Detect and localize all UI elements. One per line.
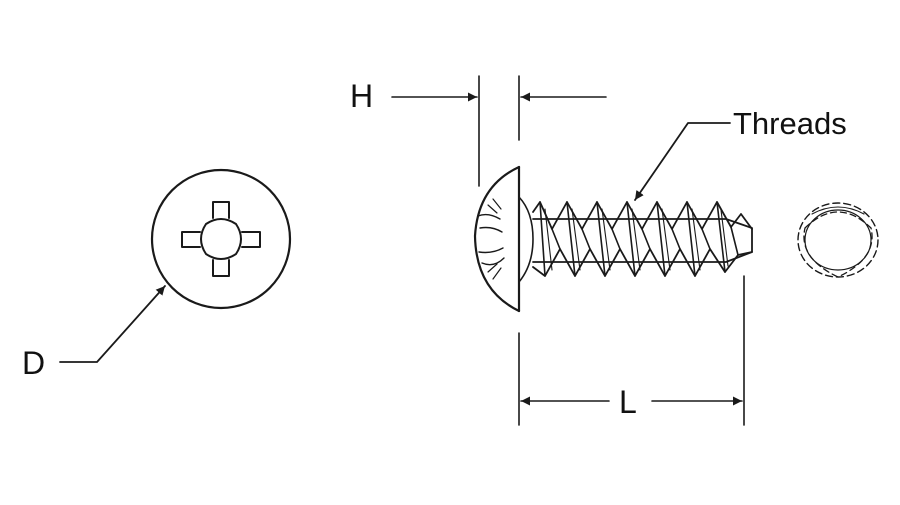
threads-label: Threads [733,106,847,141]
tip-end-view [797,202,879,278]
height-label: H [350,78,373,114]
height-dimension: H [350,75,607,187]
phillips-recess-icon [181,201,261,277]
length-label: L [619,384,637,420]
length-dimension: L [518,275,745,426]
diameter-leader: D [22,285,166,381]
diameter-label: D [22,345,45,381]
threads-leader: Threads [634,106,847,201]
head-top-view [150,168,292,310]
screw-side-view [473,165,753,313]
